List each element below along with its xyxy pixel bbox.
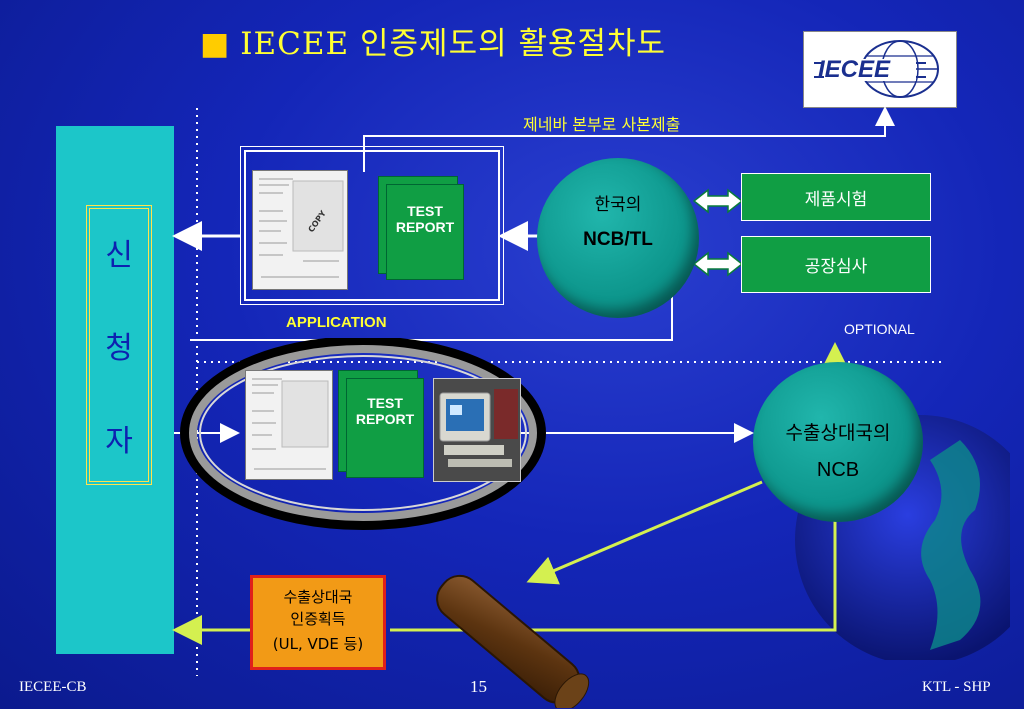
test-report-line-1: TEST — [407, 203, 443, 219]
upper-document-frame — [240, 146, 504, 305]
upper-cb-certificate: COPY — [252, 170, 348, 290]
result-line-2: 인증획득 — [290, 610, 346, 628]
footer-right: KTL - SHP — [922, 679, 991, 695]
submit-copy-arrow — [363, 106, 895, 172]
factory-audit-box: 공장심사 — [741, 236, 931, 293]
double-arrow-product-test — [692, 188, 744, 214]
ncb-to-result-arrow — [526, 480, 763, 585]
double-arrow-factory-audit — [692, 251, 744, 277]
title-text: IECEE 인증제도의 활용절차도 — [240, 26, 667, 62]
korea-ncb-line-2: NCB/TL — [583, 229, 653, 250]
page-number: 15 — [470, 677, 487, 696]
lower-test-report-line-1: TEST — [367, 395, 403, 411]
foreign-ncb-line-2: NCB — [816, 459, 860, 481]
optional-label: OPTIONAL — [844, 321, 915, 337]
applicant-char-1: 신 — [105, 238, 133, 274]
certification-result-box: 수출상대국 인증획득 (UL, VDE 등) — [250, 575, 386, 670]
magnifier-icon — [180, 338, 590, 708]
result-return-line — [390, 520, 837, 632]
logo-text: IECEE — [818, 56, 891, 83]
applicant-box: 신 청 자 — [86, 205, 152, 485]
lower-test-report-line-2: REPORT — [355, 411, 415, 427]
application-label: APPLICATION — [286, 314, 387, 331]
footer-left: IECEE-CB — [19, 679, 87, 695]
result-line-1: 수출상대국 — [283, 588, 353, 606]
korea-ncb-circle: 한국의 NCB/TL — [537, 158, 699, 318]
submit-copy-label: 제네바 본부로 사본제출 — [523, 115, 681, 134]
foreign-ncb-circle: 수출상대국의 NCB — [753, 362, 923, 522]
applicant-char-2: 청 — [105, 330, 133, 366]
foreign-ncb-line-1: 수출상대국의 — [785, 422, 891, 444]
lower-test-report: TEST REPORT — [346, 378, 424, 478]
result-line-3: (UL, VDE 등) — [272, 635, 364, 653]
test-report-line-2: REPORT — [395, 219, 455, 235]
korea-ncb-line-1: 한국의 — [594, 195, 642, 215]
applicant-char-3: 자 — [105, 423, 133, 459]
upper-test-report: TEST REPORT — [386, 184, 464, 280]
product-test-box: 제품시험 — [741, 173, 931, 221]
lower-cb-certificate — [245, 370, 333, 480]
computer-photo — [433, 378, 521, 482]
slide-title: ■IECEE 인증제도의 활용절차도 — [200, 18, 666, 63]
title-bullet: ■ — [200, 26, 231, 62]
